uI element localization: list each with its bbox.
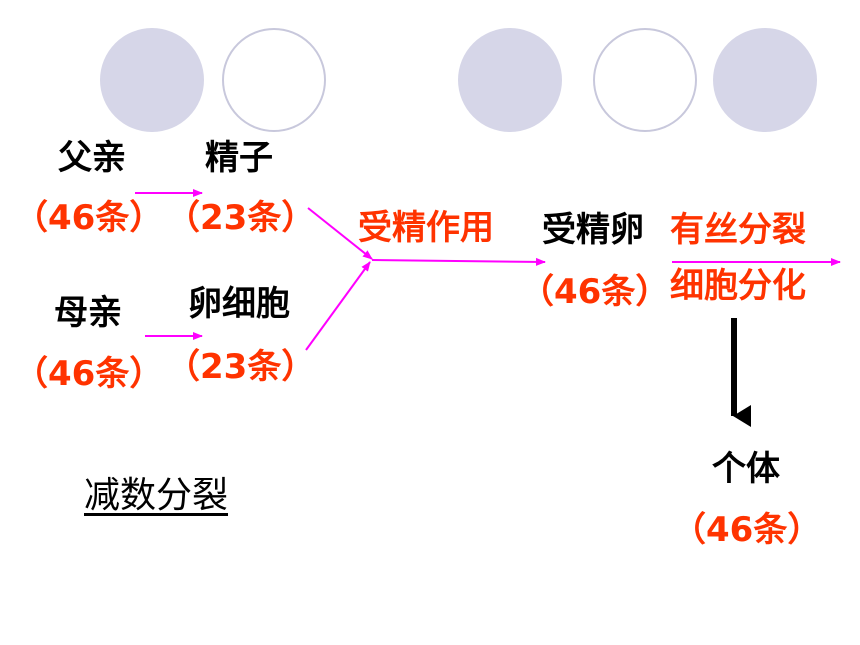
sperm-label: 精子 [205,138,273,178]
father-label: 父亲 [58,138,126,178]
decor-circle-5 [713,28,817,132]
decor-circle-1 [100,28,204,132]
egg-to-fertilization-arrow [305,261,371,351]
meiosis-label: 减数分裂 [84,475,229,516]
decor-circle-3 [458,28,562,132]
individual-label: 个体 [712,449,780,489]
sperm-to-fertilization-arrow [307,207,373,260]
egg-label: 卵细胞 [188,284,290,324]
differentiation-label: 细胞分化 [670,266,806,306]
egg-chromosome-count: （23条） [166,347,316,387]
individual-chromosome-count: （46条） [672,510,822,550]
father-chromosome-count: （46条） [14,198,164,238]
decor-circle-4 [593,28,697,132]
zygote-label: 受精卵 [542,210,644,250]
mother-chromosome-count: （46条） [14,354,164,394]
decor-circle-2 [222,28,326,132]
zygote-chromosome-count: （46条） [520,272,670,312]
fertilization-to-zygote-arrow [371,257,546,266]
mitosis-label: 有丝分裂 [670,210,806,250]
fertilization-label: 受精作用 [358,208,494,248]
sperm-chromosome-count: （23条） [166,198,316,238]
mother-label: 母亲 [54,293,122,333]
